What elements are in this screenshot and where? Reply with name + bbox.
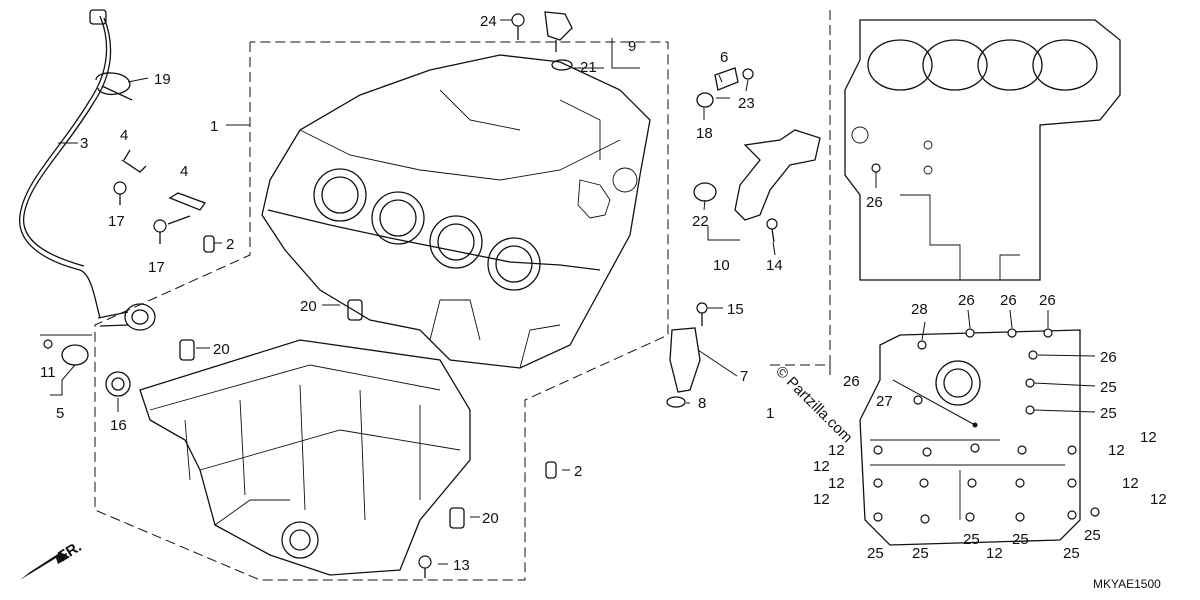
callout-25b[interactable]: 25 xyxy=(1100,405,1117,422)
callout-26-top[interactable]: 26 xyxy=(866,194,883,211)
callout-labels: 24 19 3 4 4 17 17 2 1 9 21 6 23 18 22 10… xyxy=(40,13,1167,574)
callout-2a[interactable]: 2 xyxy=(226,236,234,253)
callout-12b[interactable]: 12 xyxy=(828,442,845,459)
wire-harness xyxy=(19,9,156,331)
callout-12d[interactable]: 12 xyxy=(813,458,830,475)
sensor-10 xyxy=(693,67,821,243)
callout-25g[interactable]: 25 xyxy=(1063,545,1080,562)
callout-28[interactable]: 28 xyxy=(911,301,928,318)
callout-25a[interactable]: 25 xyxy=(1100,379,1117,396)
callout-12h[interactable]: 12 xyxy=(1150,491,1167,508)
injector-7 xyxy=(666,302,708,408)
callout-26a[interactable]: 26 xyxy=(958,292,975,309)
callout-26e[interactable]: 26 xyxy=(843,373,860,390)
callout-4a[interactable]: 4 xyxy=(120,127,128,144)
case-detail-top xyxy=(844,19,1121,281)
callout-23[interactable]: 23 xyxy=(738,95,755,112)
callout-12i[interactable]: 12 xyxy=(986,545,1003,562)
callout-7[interactable]: 7 xyxy=(740,368,748,385)
callout-14[interactable]: 14 xyxy=(766,257,783,274)
callout-1a[interactable]: 1 xyxy=(210,118,218,135)
lower-crankcase xyxy=(139,339,471,576)
callout-25e[interactable]: 25 xyxy=(963,531,980,548)
callout-1b[interactable]: 1 xyxy=(766,405,774,422)
small-parts xyxy=(43,235,557,578)
leader-lines xyxy=(40,19,1096,565)
callout-12e[interactable]: 12 xyxy=(828,475,845,492)
callout-20c[interactable]: 20 xyxy=(482,510,499,527)
front-arrow-icon xyxy=(20,550,70,580)
callout-11[interactable]: 11 xyxy=(40,364,56,381)
callout-25d[interactable]: 25 xyxy=(912,545,929,562)
callout-21[interactable]: 21 xyxy=(580,59,597,76)
brackets-and-bolts xyxy=(113,149,207,244)
callout-17b[interactable]: 17 xyxy=(148,259,165,276)
callout-27[interactable]: 27 xyxy=(876,393,893,410)
callout-20a[interactable]: 20 xyxy=(300,298,317,315)
callout-12c[interactable]: 12 xyxy=(1108,442,1125,459)
upper-crankcase xyxy=(261,54,651,369)
bolt-holes xyxy=(873,328,1100,524)
front-direction-marker: FR. xyxy=(20,538,85,580)
callout-16[interactable]: 16 xyxy=(110,417,127,434)
callout-17a[interactable]: 17 xyxy=(108,213,125,230)
callout-9[interactable]: 9 xyxy=(628,38,636,55)
callout-25c[interactable]: 25 xyxy=(867,545,884,562)
case-detail-bottom xyxy=(859,328,1100,546)
diagram-code: MKYAE1500 xyxy=(1093,577,1161,591)
callout-19[interactable]: 19 xyxy=(154,71,171,88)
callout-2b[interactable]: 2 xyxy=(574,463,582,480)
callout-3[interactable]: 3 xyxy=(80,135,88,152)
callout-12a[interactable]: 12 xyxy=(1140,429,1157,446)
callout-5[interactable]: 5 xyxy=(56,405,64,422)
callout-10[interactable]: 10 xyxy=(713,257,730,274)
callout-22[interactable]: 22 xyxy=(692,213,709,230)
callout-26c[interactable]: 26 xyxy=(1039,292,1056,309)
callout-6[interactable]: 6 xyxy=(720,49,728,66)
assembly-boundaries xyxy=(94,10,831,581)
callout-24[interactable]: 24 xyxy=(480,13,497,30)
callout-15[interactable]: 15 xyxy=(727,301,744,318)
callout-26b[interactable]: 26 xyxy=(1000,292,1017,309)
sensor-9 xyxy=(511,11,573,71)
callout-25h[interactable]: 25 xyxy=(1084,527,1101,544)
callout-4b[interactable]: 4 xyxy=(180,163,188,180)
callout-20b[interactable]: 20 xyxy=(213,341,230,358)
callout-12g[interactable]: 12 xyxy=(813,491,830,508)
callout-12f[interactable]: 12 xyxy=(1122,475,1139,492)
callout-13[interactable]: 13 xyxy=(453,557,470,574)
callout-8[interactable]: 8 xyxy=(698,395,706,412)
callout-25f[interactable]: 25 xyxy=(1012,531,1029,548)
callout-18[interactable]: 18 xyxy=(696,125,713,142)
callout-26d[interactable]: 26 xyxy=(1100,349,1117,366)
